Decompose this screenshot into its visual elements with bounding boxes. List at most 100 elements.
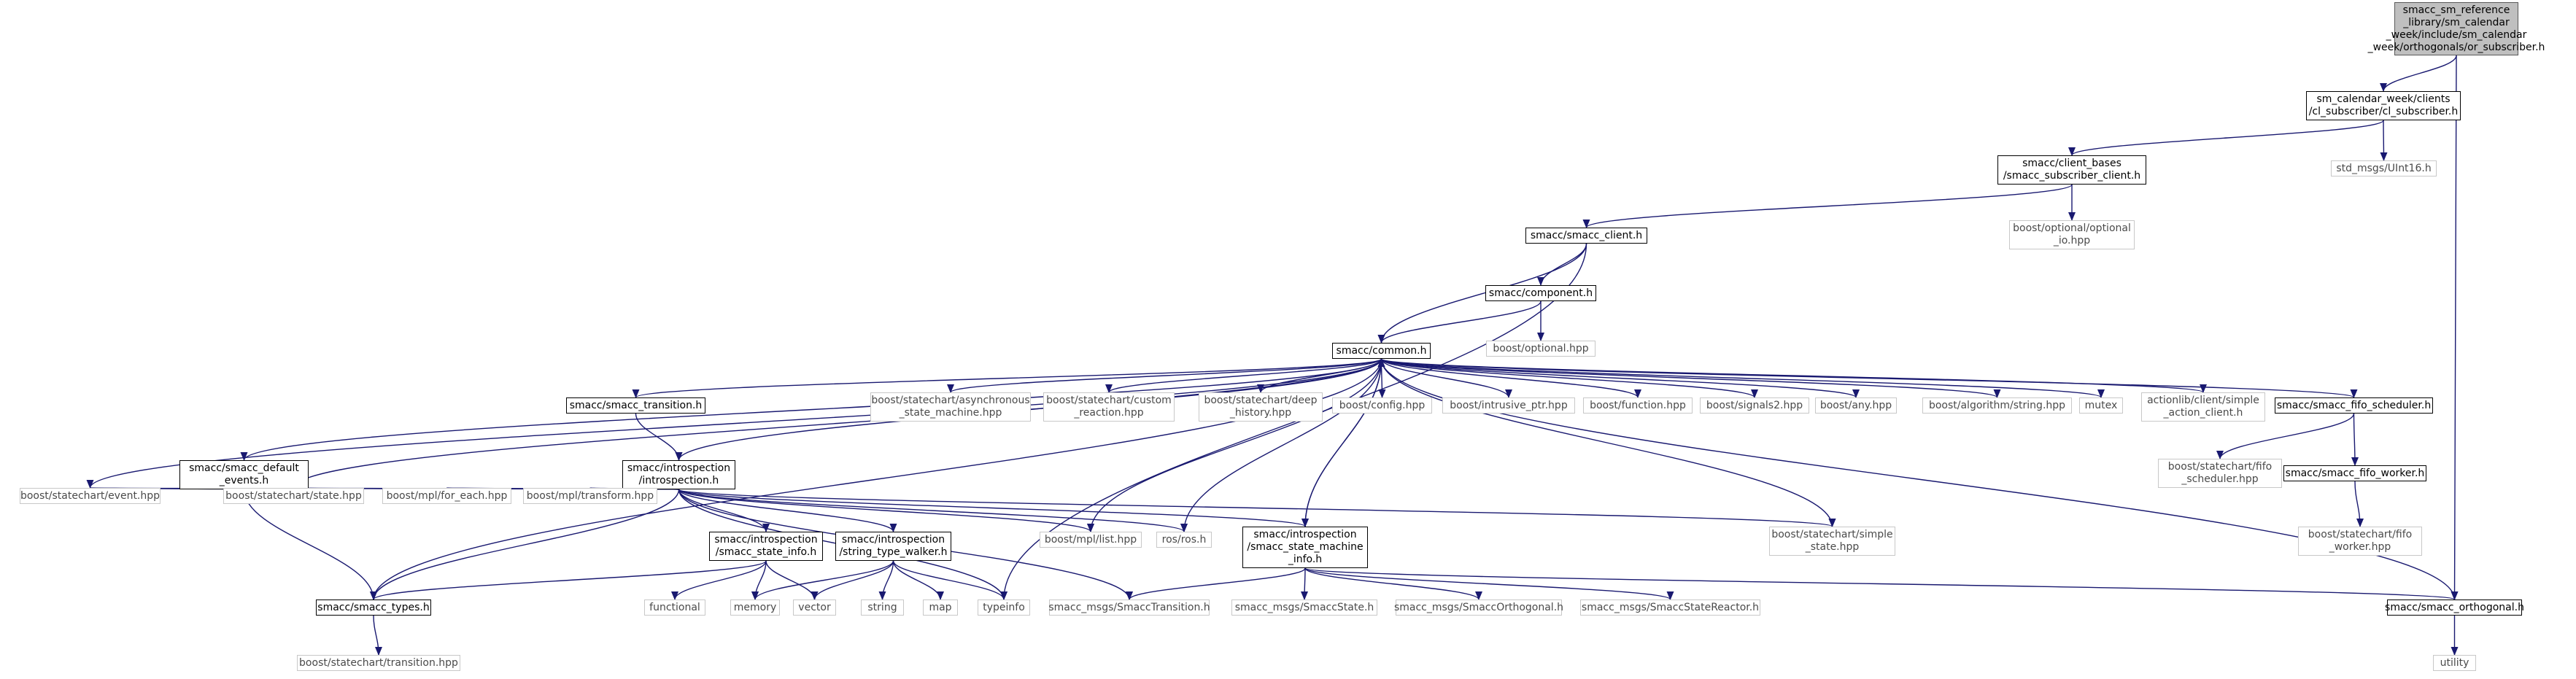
node-custom-reaction: boost/statechart/custom _reaction.hpp xyxy=(1043,392,1175,422)
node-vector: vector xyxy=(793,600,836,616)
node-for-each: boost/mpl/for_each.hpp xyxy=(382,488,511,504)
node-boost-optional: boost/optional.hpp xyxy=(1486,341,1596,357)
edge-smacc-types-to-transition-hpp xyxy=(373,615,382,656)
edge-sm-info-to-msg-transition xyxy=(1126,567,1306,600)
node-smacc-orthogonal[interactable]: smacc/smacc_orthogonal.h xyxy=(2385,600,2524,616)
node-string-type-walker[interactable]: smacc/introspection /string_type_walker.… xyxy=(835,532,951,561)
node-intrusive-ptr: boost/intrusive_ptr.hpp xyxy=(1442,397,1575,414)
node-string: string xyxy=(861,600,904,616)
node-uint16: std_msgs/UInt16.h xyxy=(2331,160,2437,176)
edge-common-to-ros-h xyxy=(1180,358,1382,532)
node-client-bases[interactable]: smacc/client_bases /smacc_subscriber_cli… xyxy=(1997,155,2146,185)
edge-sm-info-to-common xyxy=(1304,358,1385,527)
edge-common-to-state-hpp xyxy=(290,358,1382,489)
edge-state-info-to-memory xyxy=(751,560,767,600)
node-simple-action-client: actionlib/client/simple _action_client.h xyxy=(2141,392,2265,422)
edge-common-to-simple-state xyxy=(1380,358,1836,527)
edge-common-to-algorithm-string xyxy=(1380,358,2001,398)
node-utility: utility xyxy=(2433,655,2476,671)
edge-common-to-smacc-transition xyxy=(633,358,1382,398)
edge-common-to-intrusive-ptr xyxy=(1380,358,1512,398)
edge-root-to-cl-subscriber xyxy=(2380,55,2457,92)
node-transform: boost/mpl/transform.hpp xyxy=(523,488,657,504)
edge-string-type-walker-to-vector xyxy=(811,560,894,600)
edge-cl-subscriber-to-client-bases xyxy=(2068,120,2384,156)
node-event-hpp: boost/statechart/event.hpp xyxy=(20,488,160,504)
node-smacc-client[interactable]: smacc/smacc_client.h xyxy=(1525,228,1647,244)
edge-common-to-simple-action-client xyxy=(1380,358,2207,393)
edge-common-to-async-sm xyxy=(947,358,1382,393)
node-boost-config: boost/config.hpp xyxy=(1332,397,1432,414)
edge-smacc-client-to-common xyxy=(1377,243,1587,344)
edge-string-type-walker-to-memory xyxy=(751,560,894,600)
node-transition-hpp: boost/statechart/transition.hpp xyxy=(297,655,460,671)
edge-string-type-walker-to-map xyxy=(892,560,944,600)
edge-introspection-to-state-info xyxy=(678,489,770,532)
edge-fifo-worker-to-sc-fifo-worker xyxy=(2354,481,2364,527)
node-ros-h: ros/ros.h xyxy=(1156,532,1212,548)
edge-common-to-signals2 xyxy=(1380,358,1758,398)
node-introspection[interactable]: smacc/introspection /introspection.h xyxy=(622,460,735,489)
edge-common-to-boost-function xyxy=(1380,358,1641,398)
node-mutex: mutex xyxy=(2079,397,2123,414)
node-algorithm-string: boost/algorithm/string.hpp xyxy=(1922,397,2072,414)
node-state-hpp: boost/statechart/state.hpp xyxy=(223,488,364,504)
node-simple-state: boost/statechart/simple _state.hpp xyxy=(1769,527,1895,556)
edge-common-to-fifo-scheduler xyxy=(1380,358,2357,398)
edge-common-to-event-hpp xyxy=(86,358,1382,489)
edge-sm-info-to-msg-state-reactor xyxy=(1304,567,1674,600)
edge-sm-info-to-msg-orthogonal xyxy=(1304,567,1482,600)
node-state-info[interactable]: smacc/introspection /smacc_state_info.h xyxy=(709,532,823,561)
node-signals2: boost/signals2.hpp xyxy=(1700,397,1809,414)
node-smacc-transition[interactable]: smacc/smacc_transition.h xyxy=(566,397,705,414)
node-fifo-scheduler[interactable]: smacc/smacc_fifo_scheduler.h xyxy=(2275,397,2433,414)
edge-introspection-to-ros-h xyxy=(678,489,1188,532)
edge-sm-info-to-msg-state xyxy=(1301,567,1309,600)
node-smacc-types[interactable]: smacc/smacc_types.h xyxy=(316,600,431,616)
edge-smacc-client-to-component xyxy=(1537,243,1587,286)
node-msg-transition: smacc_msgs/SmaccTransition.h xyxy=(1048,600,1210,616)
edge-common-to-boost-any xyxy=(1380,358,1860,398)
edge-state-info-to-smacc-types xyxy=(370,560,767,600)
edge-common-to-default-events xyxy=(240,358,1382,461)
edge-component-to-common xyxy=(1377,300,1542,344)
edge-default-events-to-smacc-types xyxy=(243,489,377,600)
node-sm-info[interactable]: smacc/introspection /smacc_state_machine… xyxy=(1242,527,1368,568)
node-msg-orthogonal: smacc_msgs/SmaccOrthogonal.h xyxy=(1394,600,1563,616)
edge-sm-info-to-smacc-orthogonal xyxy=(1304,567,2458,600)
node-mpl-list: boost/mpl/list.hpp xyxy=(1040,532,1142,548)
node-deep-history: boost/statechart/deep _history.hpp xyxy=(1199,392,1323,422)
node-map: map xyxy=(923,600,958,616)
node-component[interactable]: smacc/component.h xyxy=(1485,285,1596,301)
node-fifo-worker[interactable]: smacc/smacc_fifo_worker.h xyxy=(2283,465,2426,481)
edge-introspection-to-smacc-types xyxy=(370,489,680,600)
node-msg-state-reactor: smacc_msgs/SmaccStateReactor.h xyxy=(1580,600,1760,616)
edge-fifo-scheduler-to-sc-fifo-scheduler xyxy=(2216,413,2355,459)
edge-client-bases-to-smacc-client xyxy=(1582,184,2073,228)
edge-common-to-mutex xyxy=(1380,358,2105,398)
edge-state-info-to-functional xyxy=(671,560,767,600)
node-default-events[interactable]: smacc/smacc_default _events.h xyxy=(179,460,309,489)
edge-state-info-to-vector xyxy=(765,560,819,600)
node-cl-subscriber[interactable]: sm_calendar_week/clients /cl_subscriber/… xyxy=(2306,91,2461,120)
node-boost-any: boost/any.hpp xyxy=(1815,397,1897,414)
node-boost-function: boost/function.hpp xyxy=(1583,397,1693,414)
edge-root-to-smacc-orthogonal xyxy=(2451,55,2459,600)
edge-introspection-to-string-type-walker xyxy=(678,489,897,532)
node-memory: memory xyxy=(730,600,780,616)
edge-fifo-scheduler-to-fifo-worker xyxy=(2351,413,2359,466)
node-common[interactable]: smacc/common.h xyxy=(1332,343,1431,359)
edge-string-type-walker-to-string xyxy=(878,560,894,600)
node-typeinfo: typeinfo xyxy=(978,600,1030,616)
node-msg-state: smacc_msgs/SmaccState.h xyxy=(1231,600,1377,616)
edge-string-type-walker-to-typeinfo xyxy=(892,560,1007,600)
edge-introspection-to-sm-info xyxy=(678,489,1309,527)
edge-common-to-custom-reaction xyxy=(1105,358,1382,393)
node-sc-fifo-scheduler: boost/statechart/fifo _scheduler.hpp xyxy=(2158,459,2282,488)
node-root[interactable]: smacc_sm_reference _library/sm_calendar … xyxy=(2368,2,2545,55)
node-async-sm: boost/statechart/asynchronous _state_mac… xyxy=(870,392,1031,422)
edge-introspection-to-simple-state xyxy=(678,489,1836,527)
node-optional-io: boost/optional/optional _io.hpp xyxy=(2009,220,2135,249)
